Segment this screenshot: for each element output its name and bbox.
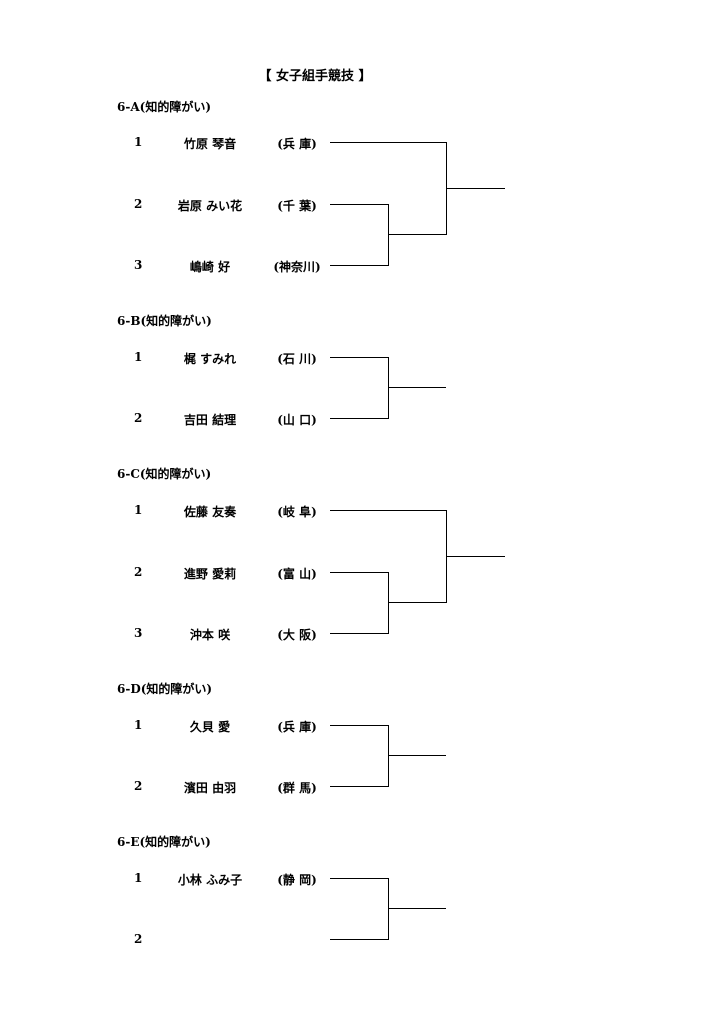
bracket-line bbox=[388, 204, 389, 266]
entry-prefecture: (富 山) bbox=[277, 567, 317, 581]
group-label-6e: 6-E(知的障がい) bbox=[117, 835, 211, 849]
entry-name: 竹原 琴音 bbox=[183, 137, 237, 151]
entry-name: 岩原 みい花 bbox=[177, 199, 243, 213]
bracket-line bbox=[388, 234, 446, 235]
entry-prefecture: (岐 阜) bbox=[277, 505, 317, 519]
entry-number: 1 bbox=[134, 718, 143, 732]
entry-name: 進野 愛莉 bbox=[183, 567, 237, 581]
bracket-line bbox=[388, 357, 389, 419]
entry-number: 3 bbox=[134, 258, 143, 272]
bracket-line bbox=[388, 387, 446, 388]
entry-number: 1 bbox=[134, 871, 143, 885]
entry-number: 1 bbox=[134, 503, 143, 517]
entry-prefecture: (兵 庫) bbox=[277, 720, 317, 734]
entry-prefecture: (大 阪) bbox=[277, 628, 317, 642]
bracket-line bbox=[388, 602, 446, 603]
entry-prefecture: (山 口) bbox=[277, 413, 317, 427]
bracket-line bbox=[388, 878, 389, 940]
entry-name: 小林 ふみ子 bbox=[177, 873, 243, 887]
entry-prefecture: (石 川) bbox=[277, 352, 317, 366]
bracket-line bbox=[388, 572, 389, 634]
entry-number: 2 bbox=[134, 565, 143, 579]
bracket-line bbox=[330, 878, 388, 879]
entry-name: 梶 すみれ bbox=[183, 352, 237, 366]
bracket-line bbox=[330, 939, 388, 940]
bracket-line bbox=[388, 908, 446, 909]
bracket-line bbox=[330, 572, 388, 573]
entry-number: 3 bbox=[134, 626, 143, 640]
bracket-line bbox=[330, 418, 388, 419]
entry-prefecture: (神奈川) bbox=[273, 260, 321, 274]
bracket-line bbox=[330, 265, 388, 266]
entry-number: 2 bbox=[134, 932, 143, 946]
entry-prefecture: (千 葉) bbox=[277, 199, 317, 213]
bracket-line bbox=[330, 633, 388, 634]
entry-prefecture: (兵 庫) bbox=[277, 137, 317, 151]
entry-name: 沖本 咲 bbox=[189, 628, 231, 642]
bracket-line bbox=[446, 188, 505, 189]
entry-name: 嶋崎 好 bbox=[189, 260, 231, 274]
bracket-line bbox=[330, 510, 446, 511]
entry-prefecture: (静 岡) bbox=[277, 873, 317, 887]
bracket-line bbox=[330, 725, 388, 726]
entry-name: 吉田 結理 bbox=[183, 413, 237, 427]
bracket-line bbox=[446, 556, 505, 557]
group-label-6c: 6-C(知的障がい) bbox=[117, 467, 212, 481]
bracket-line bbox=[330, 142, 446, 143]
bracket-line bbox=[388, 725, 389, 787]
page-title: 【 女子組手競技 】 bbox=[258, 69, 372, 84]
bracket-line bbox=[388, 755, 446, 756]
entry-name: 久貝 愛 bbox=[189, 720, 231, 734]
entry-number: 2 bbox=[134, 779, 143, 793]
group-label-6a: 6-A(知的障がい) bbox=[117, 100, 211, 114]
group-label-6b: 6-B(知的障がい) bbox=[117, 314, 212, 328]
entry-number: 1 bbox=[134, 350, 143, 364]
group-label-6d: 6-D(知的障がい) bbox=[117, 682, 213, 696]
entry-number: 2 bbox=[134, 411, 143, 425]
entry-name: 濱田 由羽 bbox=[183, 781, 237, 795]
bracket-line bbox=[330, 786, 388, 787]
entry-number: 2 bbox=[134, 197, 143, 211]
bracket-line bbox=[330, 357, 388, 358]
entry-name: 佐藤 友奏 bbox=[183, 505, 237, 519]
entry-prefecture: (群 馬) bbox=[277, 781, 317, 795]
bracket-line bbox=[330, 204, 388, 205]
entry-number: 1 bbox=[134, 135, 143, 149]
